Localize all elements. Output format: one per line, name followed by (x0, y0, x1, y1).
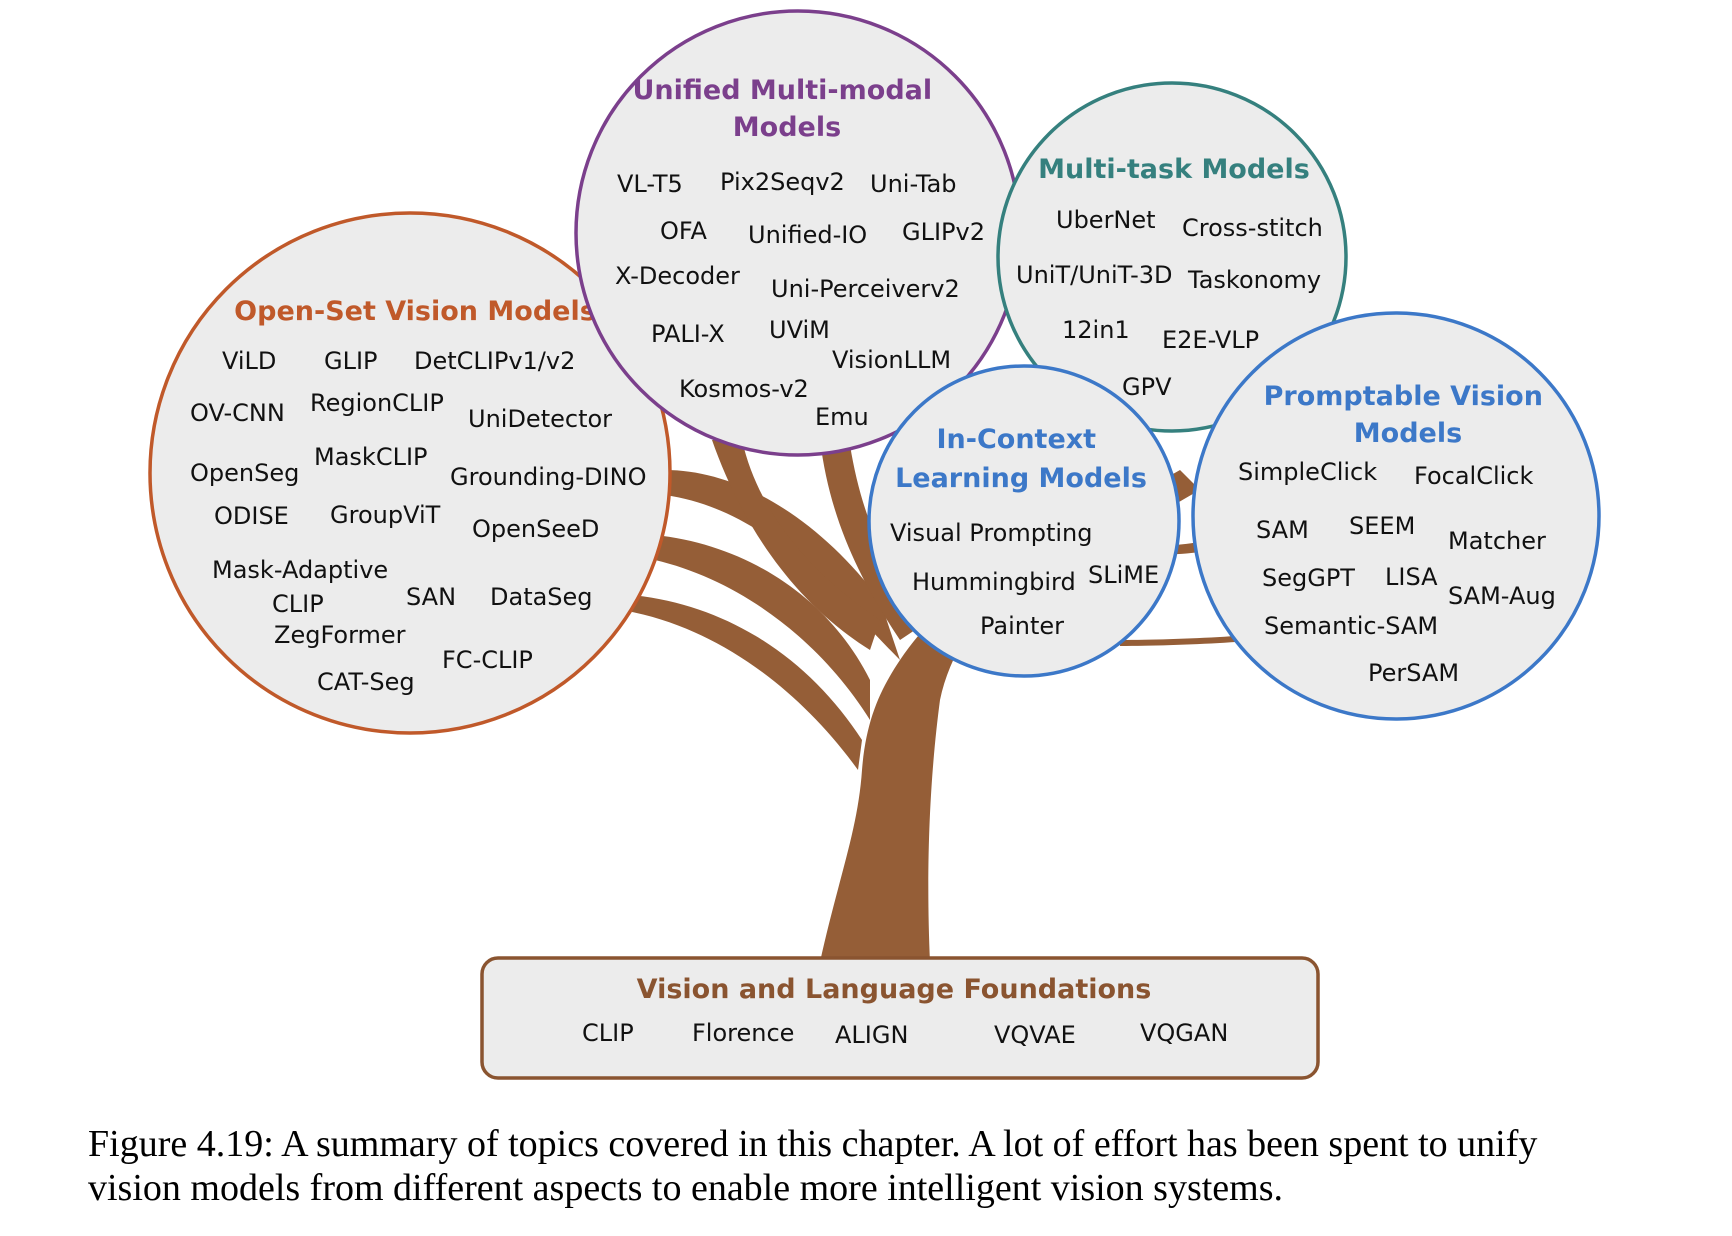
multitask-title-line: Multi-task Models (1038, 154, 1310, 185)
unified-title-line-1: Unified Multi-modal (632, 75, 932, 106)
model-label: GPV (1122, 373, 1172, 401)
model-label: GroupViT (330, 501, 441, 529)
model-label: UniDetector (468, 405, 612, 433)
incontext-group: In-Context Learning Models Visual Prompt… (867, 364, 1181, 678)
model-label: UViM (769, 316, 830, 344)
model-label: Uni-Tab (870, 170, 957, 198)
model-label: Uni-Perceiverv2 (771, 275, 960, 303)
model-label: 12in1 (1062, 316, 1130, 344)
multitask-circle (996, 81, 1348, 433)
promptable-group: Promptable Vision Models SimpleClick Foc… (1191, 311, 1601, 721)
model-label: X-Decoder (615, 262, 740, 290)
model-label: DetCLIPv1/v2 (414, 347, 575, 375)
model-label: Unified-IO (748, 221, 867, 249)
model-label: ALIGN (835, 1021, 908, 1049)
model-label: SAM (1256, 516, 1309, 544)
model-label: Pix2Seqv2 (720, 168, 845, 196)
foundation-group: Vision and Language Foundations CLIP Flo… (480, 956, 1320, 1080)
model-label: VQGAN (1140, 1019, 1228, 1047)
model-label: OV-CNN (190, 399, 285, 427)
promptable-title: Promptable Vision Models (1264, 381, 1553, 449)
model-label: LISA (1385, 563, 1438, 591)
model-label: PALI-X (651, 320, 725, 348)
model-label: GLIP (324, 347, 378, 375)
multitask-title: Multi-task Models (1038, 154, 1310, 185)
model-label: Painter (980, 612, 1064, 640)
model-label: CLIP (272, 590, 324, 618)
model-label: SLiME (1088, 561, 1159, 589)
model-label: RegionCLIP (310, 389, 444, 417)
model-label: MaskCLIP (314, 443, 428, 471)
model-label: SAM-Aug (1448, 582, 1556, 610)
promptable-circle (1191, 311, 1601, 721)
model-label: Mask-Adaptive (212, 556, 388, 584)
model-label: E2E-VLP (1162, 326, 1259, 354)
unified-title-line-2: Models (733, 112, 841, 143)
trunk-body (820, 570, 1000, 962)
caption-line-2: vision models from different aspects to … (88, 1167, 1284, 1209)
model-label: SEEM (1349, 512, 1415, 540)
model-label: DataSeg (490, 583, 593, 611)
caption-line-1: Figure 4.19: A summary of topics covered… (88, 1123, 1538, 1165)
model-label: OFA (660, 217, 707, 245)
model-label: SimpleClick (1238, 458, 1377, 486)
incontext-title-line-1: In-Context (936, 424, 1096, 455)
model-label: Semantic-SAM (1264, 612, 1438, 640)
open-set-circle (148, 211, 672, 735)
branch-right-thin (1120, 635, 1250, 646)
model-label: VL-T5 (617, 170, 683, 198)
model-label: ODISE (214, 502, 289, 530)
model-label: Kosmos-v2 (679, 375, 809, 403)
model-label: UniT/UniT-3D (1016, 261, 1173, 289)
model-label: Emu (815, 403, 869, 431)
unified-group: Unified Multi-modal Models VL-T5 Pix2Seq… (574, 9, 1022, 457)
model-label: CAT-Seg (317, 668, 415, 696)
model-label: CLIP (582, 1019, 634, 1047)
model-label: OpenSeg (190, 459, 299, 487)
incontext-title: In-Context Learning Models (895, 424, 1147, 494)
model-label: UberNet (1056, 206, 1156, 234)
multitask-group: Multi-task Models UberNet Cross-stitch U… (996, 81, 1348, 433)
model-label: Matcher (1448, 527, 1546, 555)
open-set-title-line: Open-Set Vision Models (234, 296, 596, 327)
branch-top-left (712, 440, 880, 650)
model-label: GLIPv2 (902, 218, 985, 246)
model-label: SegGPT (1262, 564, 1355, 592)
model-label: ZegFormer (274, 621, 406, 649)
foundation-title: Vision and Language Foundations (637, 974, 1152, 1005)
model-label: Visual Prompting (890, 519, 1093, 547)
branch-left-middle (655, 535, 870, 720)
branch-left-upper (665, 470, 900, 660)
model-label: Taskonomy (1187, 266, 1321, 294)
model-label: VQVAE (994, 1021, 1076, 1049)
figure-caption: Figure 4.19: A summary of topics covered… (88, 1122, 1688, 1210)
model-label: VisionLLM (832, 346, 951, 374)
unified-title: Unified Multi-modal Models (632, 75, 941, 143)
model-label: PerSAM (1368, 659, 1459, 687)
model-label: SAN (406, 583, 456, 611)
incontext-circle (867, 364, 1181, 678)
foundation-box (480, 956, 1320, 1080)
open-set-group: Open-Set Vision Models ViLD GLIP DetCLIP… (148, 211, 672, 735)
model-label: ViLD (222, 347, 276, 375)
open-set-title: Open-Set Vision Models (234, 296, 596, 327)
model-label: Grounding-DINO (450, 463, 646, 491)
model-label: OpenSeeD (472, 515, 599, 543)
incontext-title-line-2: Learning Models (895, 463, 1147, 494)
model-label: FC-CLIP (442, 646, 533, 674)
promptable-title-line-1: Promptable Vision (1264, 381, 1543, 412)
model-label: Florence (692, 1019, 794, 1047)
model-label: FocalClick (1414, 462, 1533, 490)
foundation-title-line: Vision and Language Foundations (637, 974, 1152, 1005)
promptable-title-line-2: Models (1354, 418, 1462, 449)
branch-left-lower (632, 595, 862, 770)
model-label: Hummingbird (912, 568, 1076, 596)
model-label: Cross-stitch (1182, 214, 1323, 242)
